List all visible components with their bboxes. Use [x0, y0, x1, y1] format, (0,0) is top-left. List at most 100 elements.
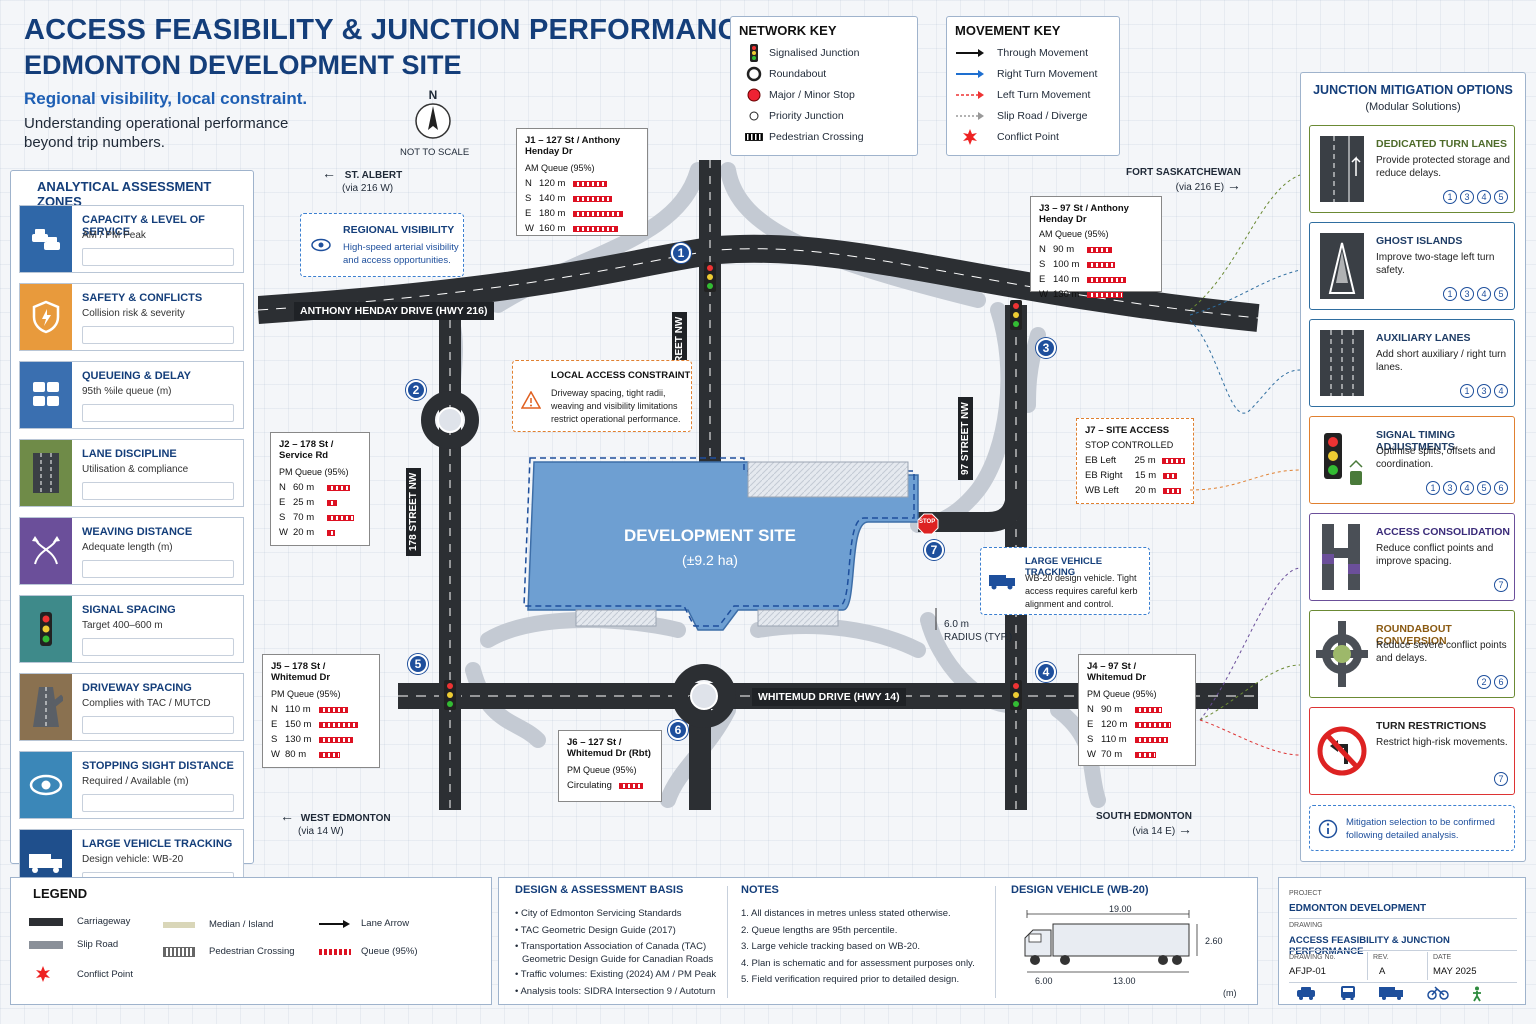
site-access-road: [918, 489, 1026, 532]
pedestrian-icon: [1473, 986, 1481, 1002]
truck-icon: [1379, 987, 1403, 1000]
queue-bar: [319, 736, 353, 743]
mitigation-card-title: ACCESS CONSOLIDATION: [1376, 526, 1510, 538]
stop-sign-icon: [917, 513, 939, 535]
conflict-point-icon: [36, 966, 50, 982]
mitigation-card-auxiliary-lanes[interactable]: AUXILIARY LANES Add short auxiliary / rig…: [1309, 319, 1515, 407]
signal-icon: [20, 596, 72, 662]
note-item: 2. Queue lengths are 95th percentile.: [741, 924, 898, 936]
mitigation-card-desc: Add short auxiliary / right turn lanes.: [1376, 349, 1507, 373]
mitigation-card-title: AUXILIARY LANES: [1376, 332, 1471, 344]
mitigation-card-title: SIGNAL TIMING ADJUSTMENTS: [1376, 429, 1456, 453]
mitigation-panel: JUNCTION MITIGATION OPTIONS (Modular Sol…: [1300, 72, 1526, 862]
legend-lane-arrow: Lane Arrow: [319, 918, 409, 929]
junction-ref-badge: 4: [1477, 287, 1491, 301]
junction-marker-7[interactable]: 7: [924, 540, 944, 560]
junction-ref-badge: 4: [1460, 481, 1474, 495]
zone-input-box[interactable]: [82, 248, 234, 266]
queue-bar: [1162, 457, 1185, 464]
network-key-ped: Pedestrian Crossing: [739, 126, 909, 147]
signal-timing-icon: [1316, 427, 1368, 493]
queue-box-j6: J6 – 127 St / Whitemud Dr (Rbt) PM Queue…: [558, 730, 662, 802]
zone-input-box[interactable]: [82, 638, 234, 656]
network-key-title: NETWORK KEY: [739, 23, 837, 38]
road-label-ahd: ANTHONY HENDAY DRIVE (HWY 216): [294, 302, 494, 320]
dim-rear: 13.00: [1113, 976, 1136, 986]
design-basis-item: • Analysis tools: SIDRA Intersection 9 /…: [515, 985, 716, 997]
junction-marker-3[interactable]: 3: [1036, 338, 1056, 358]
queue-bar: [327, 529, 335, 536]
junction-marker-6[interactable]: 6: [668, 720, 688, 740]
car-icon: [1297, 987, 1315, 1000]
dir-south-edm: SOUTH EDMONTON(via 14 E) →: [1096, 811, 1192, 837]
queue-bar: [1135, 706, 1162, 713]
junction-ref-badge: 1: [1460, 384, 1474, 398]
junction-marker-5[interactable]: 5: [408, 654, 428, 674]
junction-marker-4[interactable]: 4: [1036, 662, 1056, 682]
junction-ref-badge: 7: [1494, 772, 1508, 786]
right-turn-arrow-icon: [956, 69, 984, 78]
junction-ref-badge: 1: [1426, 481, 1440, 495]
ghost-island-icon: [1316, 233, 1368, 299]
queue-bar: [1163, 472, 1177, 479]
traffic-signals: [444, 262, 1022, 710]
dim-height: 2.60: [1205, 936, 1223, 946]
legend-panel: LEGEND Carriageway Slip Road Conflict Po…: [10, 877, 492, 1005]
zone-input-box[interactable]: [82, 404, 234, 422]
eye-icon: [20, 752, 72, 818]
junction-marker-1[interactable]: 1: [671, 243, 691, 263]
no-left-turn-icon: [1316, 718, 1368, 784]
movement-key-right: Right Turn Movement: [955, 63, 1111, 84]
zone-title: LARGE VEHICLE TRACKING: [82, 838, 233, 850]
queue-bar: [1087, 291, 1123, 298]
zone-title: QUEUEING & DELAY: [82, 370, 192, 382]
junction-ref-badge: 3: [1443, 481, 1457, 495]
movement-key-panel: MOVEMENT KEY Through Movement Right Turn…: [946, 16, 1120, 156]
large-vehicle-callout: LARGE VEHICLE TRACKING WB-20 design vehi…: [980, 547, 1150, 615]
queue-bar: [1135, 736, 1168, 743]
mitigation-card-desc: Provide protected storage and reduce del…: [1376, 155, 1510, 179]
zone-input-box[interactable]: [82, 560, 234, 578]
queue-box-j2: J2 – 178 St / Service Rd PM Queue (95%) …: [270, 432, 370, 546]
zone-title: LANE DISCIPLINE: [82, 448, 177, 460]
mitigation-card-desc: Restrict high-risk movements.: [1376, 737, 1508, 748]
note-item: 4. Plan is schematic and for assessment …: [741, 957, 975, 969]
network-key-panel: NETWORK KEY Signalised Junction Roundabo…: [730, 16, 918, 156]
zone-input-box[interactable]: [82, 794, 234, 812]
queue-box-j7: J7 – SITE ACCESS STOP CONTROLLED EB Left…: [1076, 418, 1194, 504]
network-key-roundabout: Roundabout: [739, 63, 909, 84]
design-basis-title: DESIGN & ASSESSMENT BASIS: [515, 884, 684, 896]
dim-front: 6.00: [1035, 976, 1053, 986]
zone-input-box[interactable]: [82, 716, 234, 734]
junction-marker-2[interactable]: 2: [406, 380, 426, 400]
zone-input-box[interactable]: [82, 482, 234, 500]
movement-key-slip: Slip Road / Diverge: [955, 105, 1111, 126]
zone-subtitle: Collision risk & severity: [82, 308, 185, 319]
queue-bar: [327, 514, 354, 521]
design-vehicle-title: DESIGN VEHICLE (WB-20): [1011, 884, 1149, 896]
zone-input-box[interactable]: [82, 326, 234, 344]
page-title: ACCESS FEASIBILITY & JUNCTION PERFORMANC…: [24, 14, 759, 46]
queue-bar: [1135, 751, 1156, 758]
